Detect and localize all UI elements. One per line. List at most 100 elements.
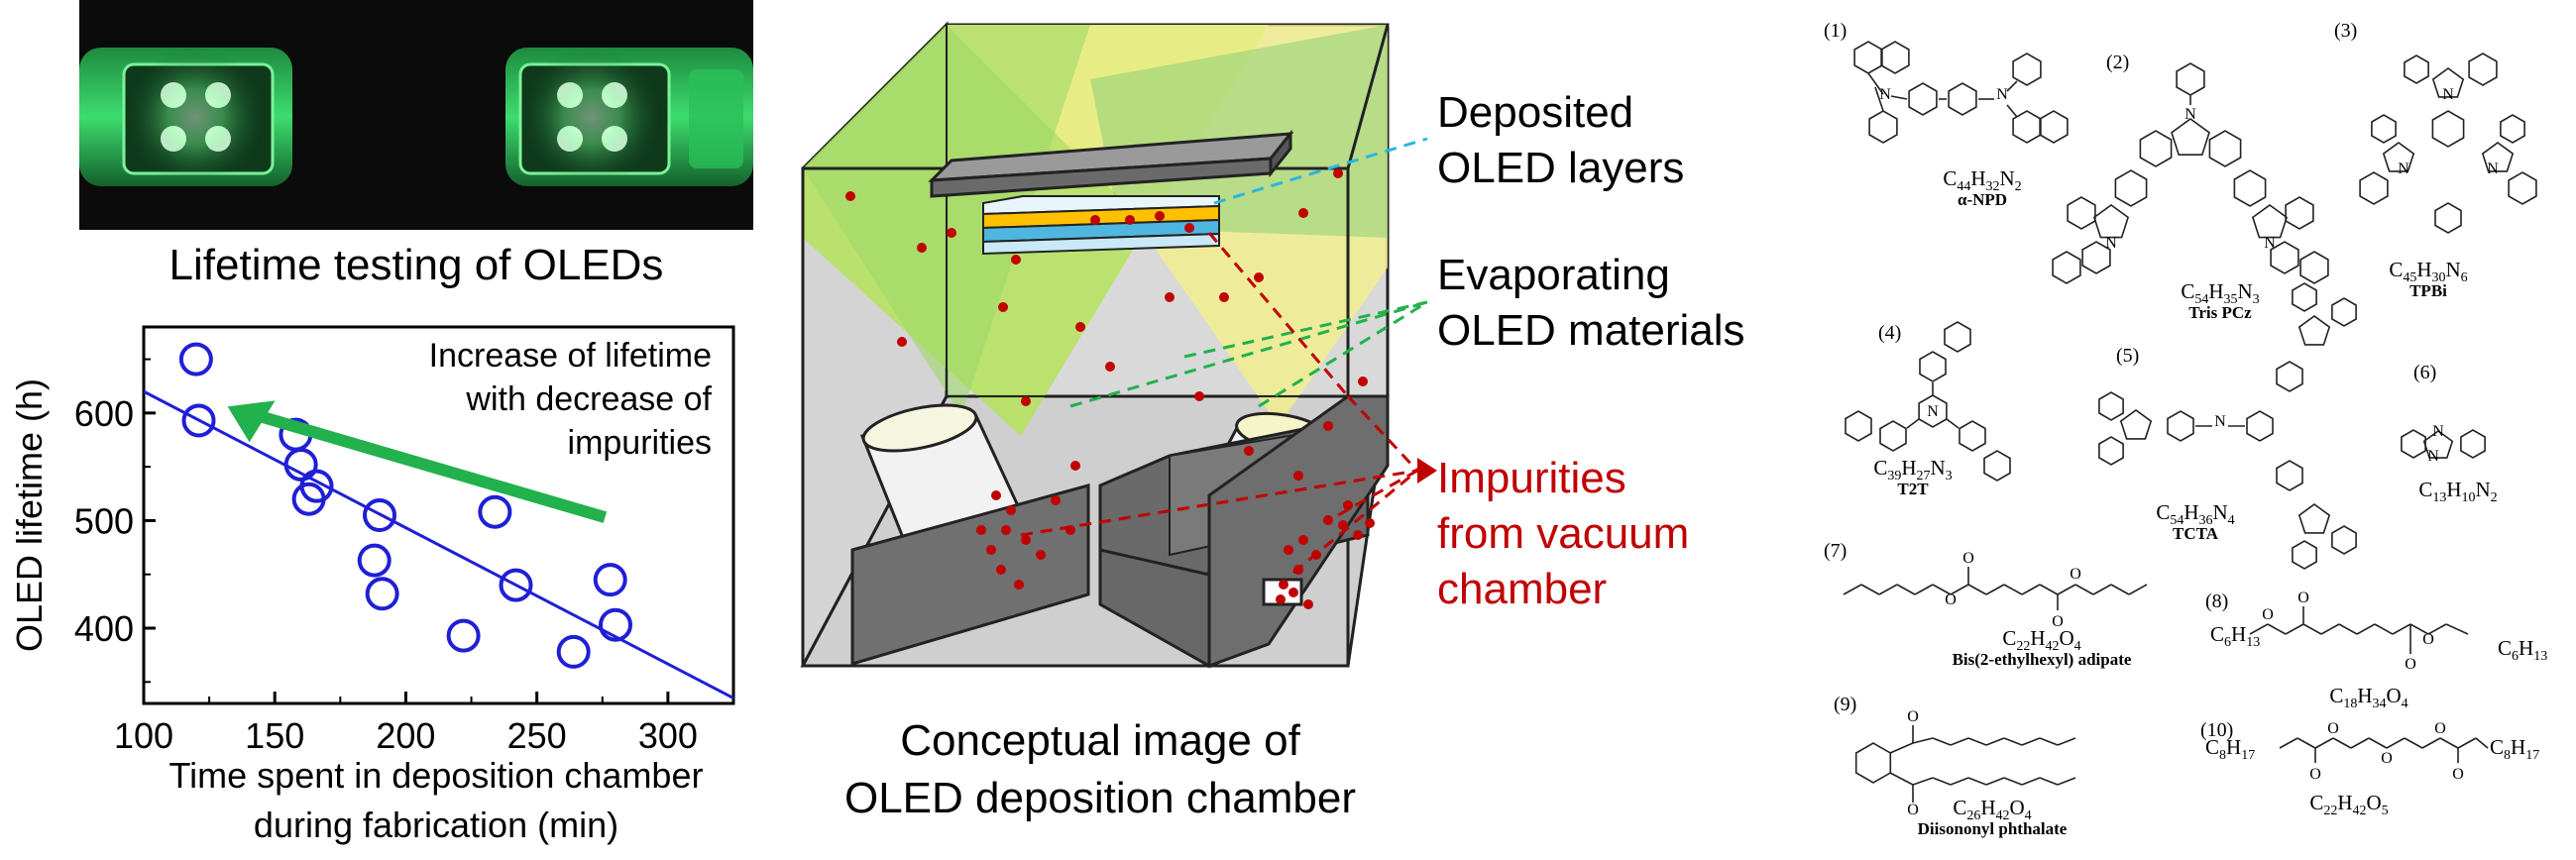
ring	[2292, 540, 2317, 570]
fit-line	[143, 389, 734, 699]
ring5	[2422, 430, 2454, 459]
ring5	[2171, 118, 2210, 156]
data-point	[499, 568, 533, 602]
ring5	[2382, 142, 2415, 172]
y-tick-label: 400	[74, 608, 134, 649]
molecule-6-formula: C13H10N2	[2418, 478, 2498, 506]
impurity-dot	[1288, 588, 1298, 597]
bond	[1950, 584, 1969, 595]
bond	[1985, 777, 2005, 786]
oled-photo-graphic	[79, 0, 753, 230]
ring	[2331, 525, 2357, 555]
ring	[2299, 251, 2329, 284]
bond	[2003, 777, 2023, 786]
label-deposited-layers: Deposited OLED layers	[1437, 88, 1685, 192]
ring	[2468, 53, 2498, 86]
ring	[2434, 202, 2462, 234]
atom-label: O	[2052, 613, 2064, 630]
atom-label: N	[2184, 106, 2196, 123]
ring	[2401, 429, 2426, 459]
bond	[2006, 104, 2018, 118]
ring	[2081, 241, 2111, 274]
impurity-dot	[1343, 500, 1353, 510]
bond	[2421, 737, 2441, 749]
deposited-layers	[982, 195, 1220, 256]
bond	[2003, 737, 2023, 746]
ring	[2067, 196, 2096, 230]
bond	[1878, 584, 1898, 595]
photo-caption: Lifetime testing of OLEDs	[168, 241, 664, 289]
impurity-dot	[1070, 461, 1080, 471]
ring	[1853, 41, 1883, 74]
bond	[2409, 623, 2429, 635]
bond	[1946, 418, 1960, 429]
impurity-dot	[1090, 215, 1100, 225]
pointer-impurities-2	[1020, 469, 1418, 537]
bond	[1912, 737, 1934, 744]
ring	[2039, 110, 2069, 144]
atom-label: N	[1879, 86, 1891, 103]
trend-arrow-head	[227, 400, 276, 443]
ring5	[2297, 503, 2331, 534]
bond	[2039, 584, 2059, 595]
data-point	[446, 618, 481, 653]
molecule-2-formula: C54H35N3	[2181, 279, 2260, 308]
atom-label: O	[1907, 708, 1919, 725]
impurity-dot	[991, 490, 1001, 500]
impurity-dot	[1105, 362, 1115, 372]
atom-label: N	[2442, 86, 2454, 103]
impurity-dot	[976, 525, 986, 535]
trend-annotation-line: impurities	[568, 424, 712, 462]
substituent-c6-left: C6H13	[2210, 622, 2261, 651]
bond	[2374, 623, 2394, 635]
atom-label: O	[2309, 766, 2321, 783]
atom-label: N	[2398, 161, 2409, 177]
data-point	[299, 469, 334, 503]
molecule-2-name: Tris PCz	[2188, 303, 2252, 322]
pointer-evaporating-2	[1258, 300, 1428, 408]
impurity-dot	[1051, 495, 1061, 505]
impurity-dot	[1014, 580, 1024, 590]
chamber-caption-line1: Conceptual image of	[900, 716, 1300, 765]
ring	[2139, 130, 2173, 167]
bond	[2392, 623, 2411, 635]
bond	[2092, 584, 2112, 595]
impurity-dot	[845, 191, 855, 201]
ring5	[2297, 315, 2331, 346]
molecule-7-name: Bis(2-ethylhexyl) adipate	[1952, 650, 2132, 669]
bond	[2439, 737, 2459, 749]
pointer-impurities-1	[1207, 232, 1350, 397]
x-tick-label: 150	[245, 715, 304, 756]
trend-arrow	[247, 407, 608, 523]
ring	[2098, 391, 2124, 421]
atom-label: O	[1945, 591, 1957, 608]
ring	[1854, 742, 1892, 784]
atom-label: O	[2452, 766, 2464, 783]
deposition-chamber-diagram	[800, 21, 1437, 669]
ring	[2292, 282, 2317, 312]
ring5	[2119, 409, 2153, 440]
molecule-5-name: TCTA	[2173, 524, 2218, 543]
bond	[1950, 777, 1969, 786]
x-tick-label: 200	[376, 715, 435, 756]
impurity-dot	[1276, 594, 1286, 604]
atom-label: N	[2105, 235, 2117, 252]
impurity-dot	[1125, 215, 1135, 225]
molecule-4-name: T2T	[1897, 480, 1929, 498]
impurity-dot	[897, 337, 907, 347]
ring	[2276, 361, 2303, 392]
bond	[1950, 737, 1969, 746]
data-point	[599, 607, 632, 642]
bond	[2356, 623, 2376, 635]
impurity-dot	[1006, 505, 1016, 515]
bond	[2003, 584, 2023, 595]
atom-label: O	[2405, 656, 2416, 673]
data-point	[593, 563, 627, 597]
chamber-caption-line2: OLED deposition chamber	[843, 774, 1357, 822]
bond	[2296, 737, 2316, 749]
ring	[1919, 351, 1947, 382]
ring	[2233, 169, 2267, 207]
impurity-dot	[1244, 446, 1254, 456]
x-axis-label-line1: Time spent in deposition chamber	[169, 755, 704, 796]
